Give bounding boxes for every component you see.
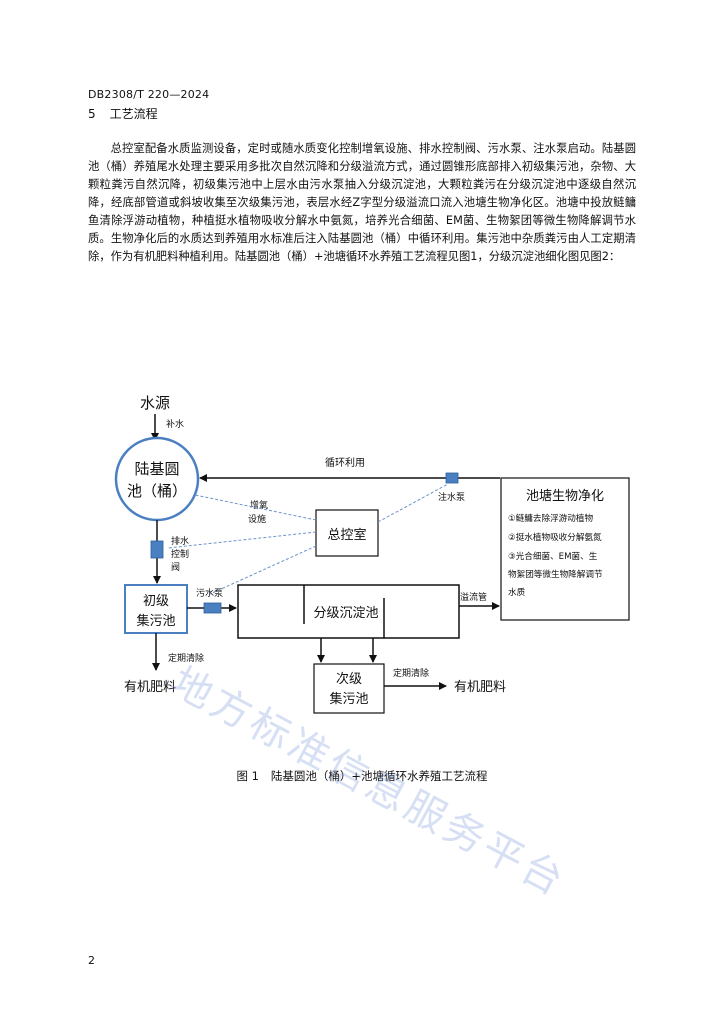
drain-valve-icon xyxy=(150,540,164,559)
section-number: 5 xyxy=(88,107,96,121)
control-room-box xyxy=(315,509,379,557)
secondary-tank-label-line2: 集污池 xyxy=(329,691,368,707)
right-cleanup-label: 定期清除 xyxy=(393,667,429,679)
control-line-to-sewage-pump xyxy=(209,545,317,595)
pond-item-1: ①鲢鳙去除浮游动植物 xyxy=(508,512,593,524)
inject-pump-label: 注水泵 xyxy=(438,491,465,503)
refill-label: 补水 xyxy=(166,418,184,430)
inject-pump-icon xyxy=(445,472,459,484)
drain-valve-label-line3: 阀 xyxy=(171,562,180,573)
sewage-pump-label: 污水泵 xyxy=(196,587,223,599)
circular-tank xyxy=(114,436,200,522)
drain-valve-label-line1: 排水 xyxy=(171,535,189,547)
section-heading: 5 工艺流程 xyxy=(88,105,158,122)
pond-item-2: ②挺水植物吸收分解氨氮 xyxy=(508,531,602,543)
circular-tank-label-line2: 池（桶） xyxy=(127,482,187,500)
pond-item-3-line1: ③光合细菌、EM菌、生 xyxy=(508,550,598,562)
primary-tank-label-line1: 初级 xyxy=(143,594,169,609)
water-source-label: 水源 xyxy=(140,394,170,412)
primary-tank-box xyxy=(124,584,188,634)
settling-tank-label: 分级沉淀池 xyxy=(313,606,378,621)
body-paragraph: 总控室配备水质监测设备，定时或随水质变化控制增氧设施、排水控制阀、污水泵、注水泵… xyxy=(88,142,636,263)
settling-tank-box xyxy=(237,584,460,639)
control-line-to-tank xyxy=(194,494,317,521)
pond-item-3-line2: 物絮团等微生物降解调节 xyxy=(508,568,603,580)
overflow-label: 溢流管 xyxy=(460,591,487,603)
secondary-tank-label-line1: 次级 xyxy=(336,671,362,687)
figure-number: 图 1 xyxy=(236,769,259,783)
secondary-tank-box xyxy=(313,663,385,714)
circular-tank-label-line1: 陆基圆 xyxy=(134,460,179,478)
pond-purification-title: 池塘生物净化 xyxy=(526,488,604,504)
control-line-to-inject-pump xyxy=(377,483,449,523)
left-cleanup-label: 定期清除 xyxy=(168,652,204,664)
left-fertilizer-label: 有机肥料 xyxy=(124,680,176,695)
document-code: DB2308/T 220—2024 xyxy=(88,88,210,101)
primary-tank-label-line2: 集污池 xyxy=(136,613,175,629)
sewage-pump-icon xyxy=(203,602,222,614)
figure-caption: 图 1 陆基圆池（桶）+池塘循环水养殖工艺流程 xyxy=(0,768,724,784)
control-line-to-valve xyxy=(167,531,317,549)
control-room-label: 总控室 xyxy=(327,527,366,543)
process-flow-diagram: 水源 补水 陆基圆 池（桶） 循环利用 注水泵 总控室 增氧 设施 排水 控制 … xyxy=(114,394,630,714)
drain-valve-label-line2: 控制 xyxy=(171,548,189,560)
section-title: 工艺流程 xyxy=(109,107,158,121)
pond-purification-box xyxy=(500,477,630,621)
figure-title: 陆基圆池（桶）+池塘循环水养殖工艺流程 xyxy=(270,769,488,783)
aeration-label-line2: 设施 xyxy=(248,513,266,525)
page-number: 2 xyxy=(88,954,95,967)
recycle-label: 循环利用 xyxy=(325,456,365,469)
aeration-label-line1: 增氧 xyxy=(250,499,268,511)
pond-item-3-line3: 水质 xyxy=(508,586,526,598)
right-fertilizer-label: 有机肥料 xyxy=(454,680,506,695)
